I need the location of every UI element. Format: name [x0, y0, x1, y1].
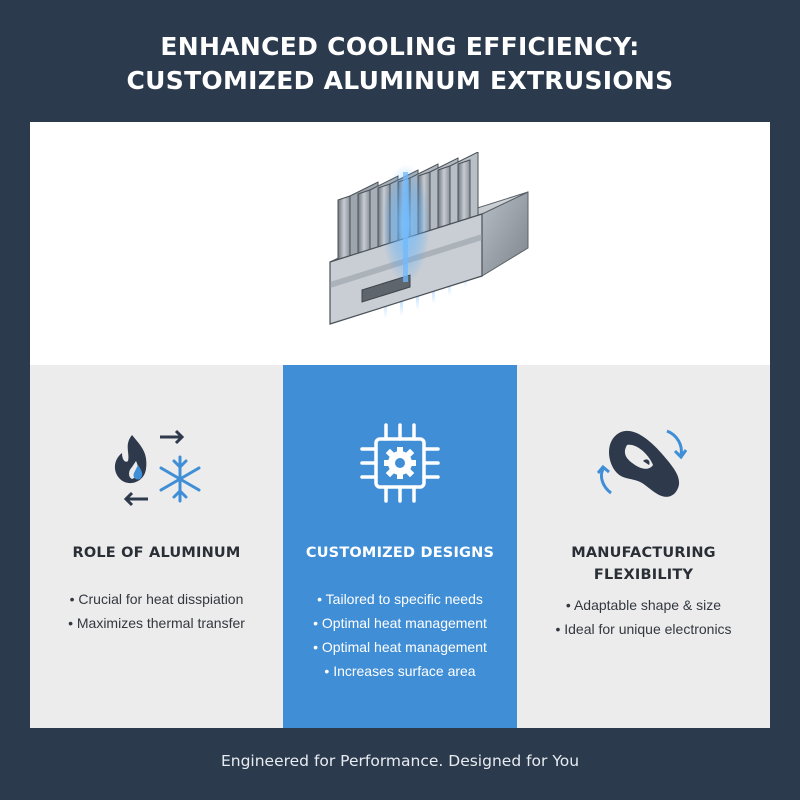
column-heading: ROLE OF ALUMINUM	[30, 542, 283, 564]
heading-line: FLEXIBILITY	[593, 567, 694, 583]
chip-gear-icon	[283, 415, 517, 510]
feature-manufacturing-flexibility: MANUFACTURING FLEXIBILITY Adaptable shap…	[517, 365, 770, 728]
feature-customized-designs: CUSTOMIZED DESIGNS Tailored to specific …	[283, 365, 517, 728]
heat-transfer-icon	[30, 415, 283, 510]
heading-line: MANUFACTURING	[571, 545, 716, 561]
page-title: ENHANCED COOLING EFFICIENCY: CUSTOMIZED …	[0, 30, 800, 98]
feature-role-of-aluminum: ROLE OF ALUMINUM Crucial for heat disspi…	[30, 365, 283, 728]
heat-sink-illustration	[329, 152, 529, 325]
bullet-list: Adaptable shape & size Ideal for unique …	[517, 593, 770, 641]
list-item: Adaptable shape & size	[517, 593, 770, 617]
bullet-list: Tailored to specific needs Optimal heat …	[283, 587, 517, 683]
list-item: Optimal heat management	[283, 635, 517, 659]
list-item: Tailored to specific needs	[283, 587, 517, 611]
list-item: Optimal heat management	[283, 611, 517, 635]
bullet-list: Crucial for heat disspiation Maximizes t…	[30, 587, 283, 635]
hero-panel	[30, 122, 770, 365]
title-line-1: ENHANCED COOLING EFFICIENCY:	[160, 32, 640, 61]
feature-columns: ROLE OF ALUMINUM Crucial for heat disspi…	[30, 365, 770, 728]
heading-line: ROLE OF ALUMINUM	[72, 545, 241, 561]
content-card: ROLE OF ALUMINUM Crucial for heat disspi…	[30, 122, 770, 728]
title-line-2: CUSTOMIZED ALUMINUM EXTRUSIONS	[126, 66, 674, 95]
flexible-shape-icon	[517, 415, 770, 510]
list-item: Ideal for unique electronics	[517, 617, 770, 641]
list-item: Increases surface area	[283, 659, 517, 683]
list-item: Crucial for heat disspiation	[30, 587, 283, 611]
heading-line: CUSTOMIZED DESIGNS	[305, 545, 495, 561]
list-item: Maximizes thermal transfer	[30, 611, 283, 635]
column-heading: MANUFACTURING FLEXIBILITY	[517, 542, 770, 586]
footer-tagline: Engineered for Performance. Designed for…	[220, 752, 580, 770]
column-heading: CUSTOMIZED DESIGNS	[283, 542, 517, 564]
